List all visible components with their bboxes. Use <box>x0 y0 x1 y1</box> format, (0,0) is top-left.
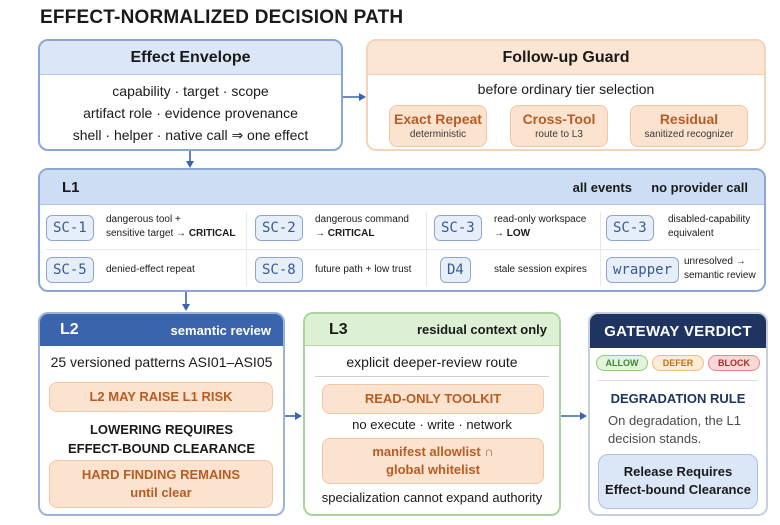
l1-no-provider-call: no provider call <box>651 179 748 195</box>
rule-severity: LOW <box>506 228 531 239</box>
l2-semantic-review: semantic review <box>170 322 271 338</box>
rule-desc-line: → <box>315 228 328 239</box>
guard-item-subtitle: sanitized recognizer <box>644 129 734 140</box>
guard-item-cross-tool: Cross-Tool route to L3 <box>510 105 608 147</box>
rule-desc-line: unresolved → <box>684 256 746 267</box>
effect-envelope-box: Effect Envelope capability · target · sc… <box>38 39 343 151</box>
gateway-verdict-box: GATEWAY VERDICT ALLOW DEFER BLOCK DEGRAD… <box>588 312 768 516</box>
rule-desc-line: dangerous command <box>315 214 409 225</box>
l2-box: L2 semantic review 25 versioned patterns… <box>38 312 285 516</box>
arrow-l3-to-gateway <box>561 412 587 420</box>
l2-label: L2 <box>60 321 79 338</box>
l1-all-events: all events <box>572 179 632 195</box>
rule-desc: dangerous tool + sensitive target → CRIT… <box>106 213 235 241</box>
arrow-envelope-to-guard <box>343 93 366 101</box>
rule-code-sc3: SC-3 <box>434 215 482 241</box>
verdict-block-badge: BLOCK <box>708 355 760 371</box>
guard-item-title: Exact Repeat <box>394 111 482 127</box>
rule-desc-line: disabled-capability <box>668 214 751 225</box>
l2-hard-finding-line: HARD FINDING REMAINS <box>81 467 241 482</box>
rule-desc: future path + low trust <box>315 264 412 275</box>
rule-desc-line: dangerous tool + <box>106 214 181 225</box>
guard-item-title: Cross-Tool <box>522 111 596 127</box>
envelope-line: shell · helper · native call ⇒ one effec… <box>72 127 309 143</box>
degradation-rule-title: DEGRADATION RULE <box>610 391 746 406</box>
rule-desc: stale session expires <box>494 264 587 275</box>
l3-residual-context: residual context only <box>416 322 547 337</box>
arrow-l2-to-l3 <box>285 412 302 420</box>
guard-item-title: Residual <box>659 111 719 127</box>
rule-desc: denied-effect repeat <box>106 264 195 275</box>
rule-code-d4: D4 <box>440 257 471 283</box>
arrow-l1-to-l2 <box>182 292 190 311</box>
rule-desc-line: → <box>494 228 507 239</box>
rule-code-sc5: SC-5 <box>46 257 94 283</box>
rule-desc-line: equivalent <box>668 228 714 239</box>
release-requires-line: Effect-bound Clearance <box>605 482 751 497</box>
rule-desc: dangerous command → CRITICAL <box>315 213 409 241</box>
l2-patterns: 25 versioned patterns ASI01–ASI05 <box>50 354 273 370</box>
follow-up-guard-subtitle: before ordinary tier selection <box>477 81 655 97</box>
l2-hard-finding: HARD FINDING REMAINS until clear <box>49 460 273 508</box>
rule-desc: unresolved → semantic review <box>684 255 756 283</box>
l3-manifest-allowlist: manifest allowlist ∩ global whitelist <box>322 438 544 484</box>
follow-up-guard-title: Follow-up Guard <box>368 41 764 75</box>
rule-desc-line: semantic review <box>684 270 756 281</box>
guard-item-residual: Residual sanitized recognizer <box>630 105 748 147</box>
l2-effect-bound-clearance: EFFECT-BOUND CLEARANCE <box>67 441 256 456</box>
rule-desc-line: read-only workspace <box>494 214 587 225</box>
degradation-rule-text: On degradation, the L1 decision stands. <box>608 413 741 446</box>
release-requires-box: Release Requires Effect-bound Clearance <box>598 454 758 509</box>
l1-label: L1 <box>62 178 80 196</box>
envelope-line: capability · target · scope <box>112 83 269 99</box>
rule-severity: CRITICAL <box>188 228 236 239</box>
guard-item-subtitle: route to L3 <box>535 129 583 140</box>
envelope-line: artifact role · evidence provenance <box>83 105 298 121</box>
follow-up-guard-box: Follow-up Guard before ordinary tier sel… <box>366 39 766 151</box>
l3-specialization: specialization cannot expand authority <box>321 490 543 505</box>
l2-hard-finding-line: until clear <box>130 485 192 500</box>
l1-box: L1 all events no provider call SC-1 dang… <box>38 168 766 292</box>
l3-route: explicit deeper-review route <box>346 354 518 370</box>
release-requires-line: Release Requires <box>623 464 733 479</box>
arrow-envelope-to-l1 <box>186 151 194 168</box>
l2-lowering-requires: LOWERING REQUIRES <box>89 422 233 437</box>
l3-read-only-toolkit: READ-ONLY TOOLKIT <box>322 384 544 414</box>
effect-envelope-title: Effect Envelope <box>40 41 341 75</box>
guard-item-exact-repeat: Exact Repeat deterministic <box>389 105 487 147</box>
verdict-allow-badge: ALLOW <box>596 355 648 371</box>
rule-code-sc1: SC-1 <box>46 215 94 241</box>
l3-box: L3 residual context only explicit deeper… <box>303 312 561 516</box>
rule-code-wrapper: wrapper <box>606 257 680 283</box>
guard-item-subtitle: deterministic <box>409 129 467 140</box>
rule-code-sc3-disabled: SC-3 <box>606 215 654 241</box>
rule-desc-line: sensitive target → <box>106 228 189 239</box>
l3-label: L3 <box>329 320 348 338</box>
l3-manifest-line: global whitelist <box>386 462 480 477</box>
l2-raise-risk: L2 MAY RAISE L1 RISK <box>49 382 273 412</box>
l3-no-execute: no execute · write · network <box>352 417 512 432</box>
verdict-defer-badge: DEFER <box>652 355 704 371</box>
rule-desc: disabled-capability equivalent <box>668 213 750 241</box>
diagram-title: EFFECT-NORMALIZED DECISION PATH <box>40 7 404 28</box>
gateway-verdict-title: GATEWAY VERDICT <box>590 314 766 348</box>
rule-desc: read-only workspace → LOW <box>494 213 586 241</box>
rule-severity: CRITICAL <box>327 228 375 239</box>
rule-code-sc2: SC-2 <box>255 215 303 241</box>
rule-code-sc8: SC-8 <box>255 257 303 283</box>
l3-manifest-line: manifest allowlist ∩ <box>372 444 494 459</box>
